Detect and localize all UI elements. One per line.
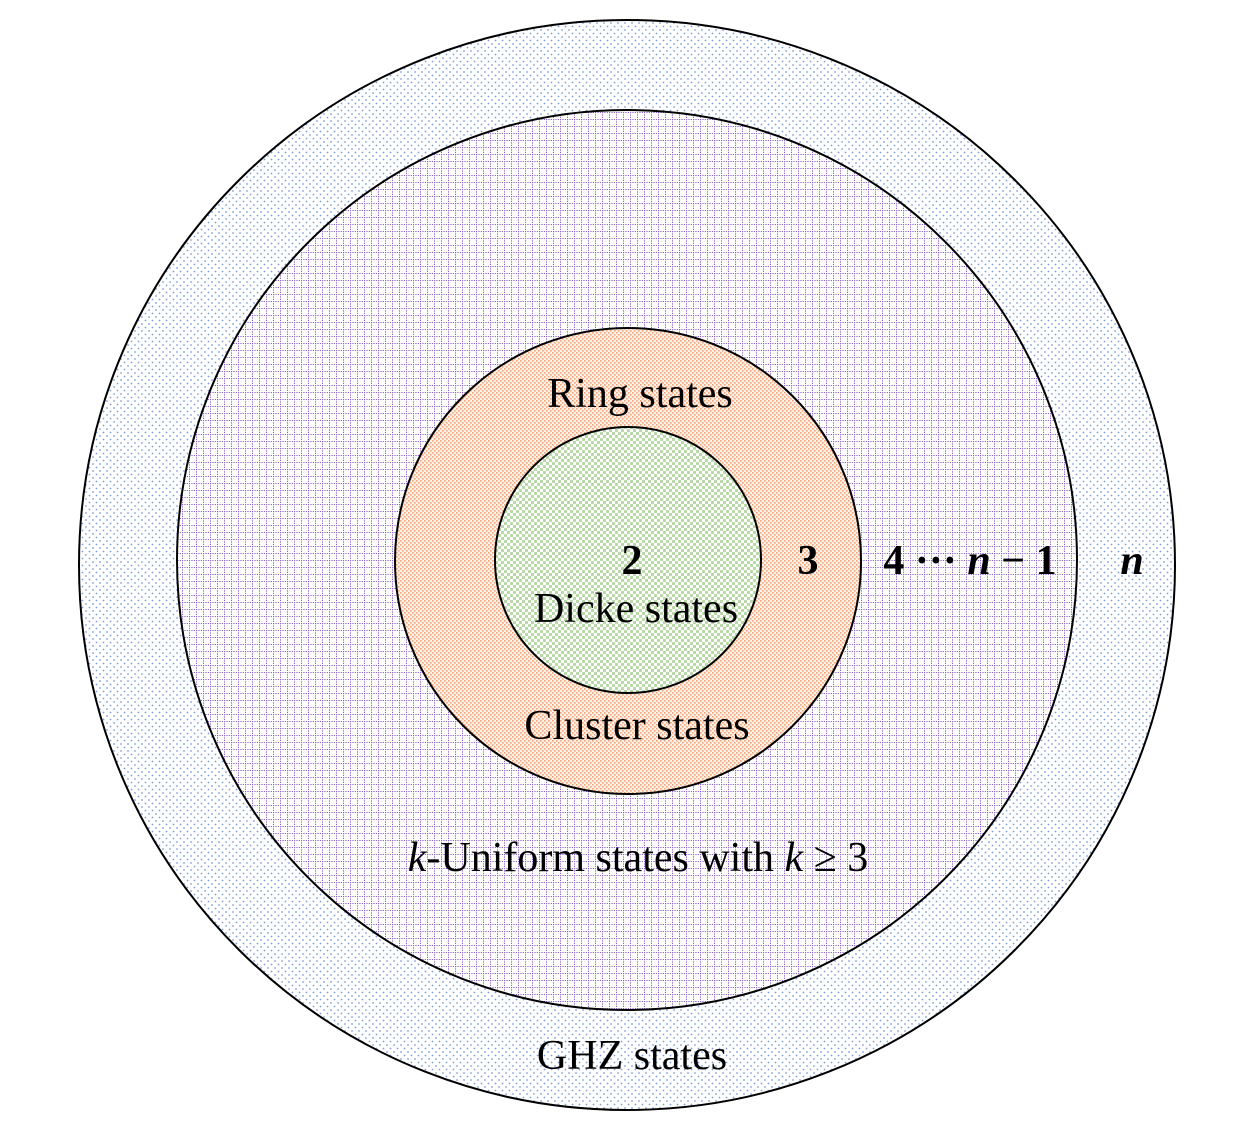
level-3-label: 3 (797, 538, 819, 584)
k-uniform-text: -Uniform states with (426, 835, 785, 881)
minus-one-text: − 1 (990, 538, 1057, 584)
level-2-label: 2 (621, 538, 643, 584)
k-symbol-2: k (784, 835, 804, 881)
dicke-states-label: Dicke states (533, 586, 739, 632)
level-4-text: 4 ··· (883, 538, 968, 584)
ring-states-label: Ring states (547, 371, 733, 417)
k-uniform-states-label: k-Uniform states with k ≥ 3 (408, 834, 868, 882)
cluster-states-label: Cluster states (524, 703, 750, 749)
ghz-states-label: GHZ states (536, 1033, 728, 1079)
level-4-to-n-minus-1-label: 4 ··· n − 1 (883, 537, 1056, 585)
k-condition-text: ≥ 3 (803, 835, 869, 881)
level-n-label: n (1120, 538, 1144, 584)
k-symbol: k (407, 835, 427, 881)
n-text: n (967, 538, 991, 584)
dicke-circle (494, 426, 762, 694)
